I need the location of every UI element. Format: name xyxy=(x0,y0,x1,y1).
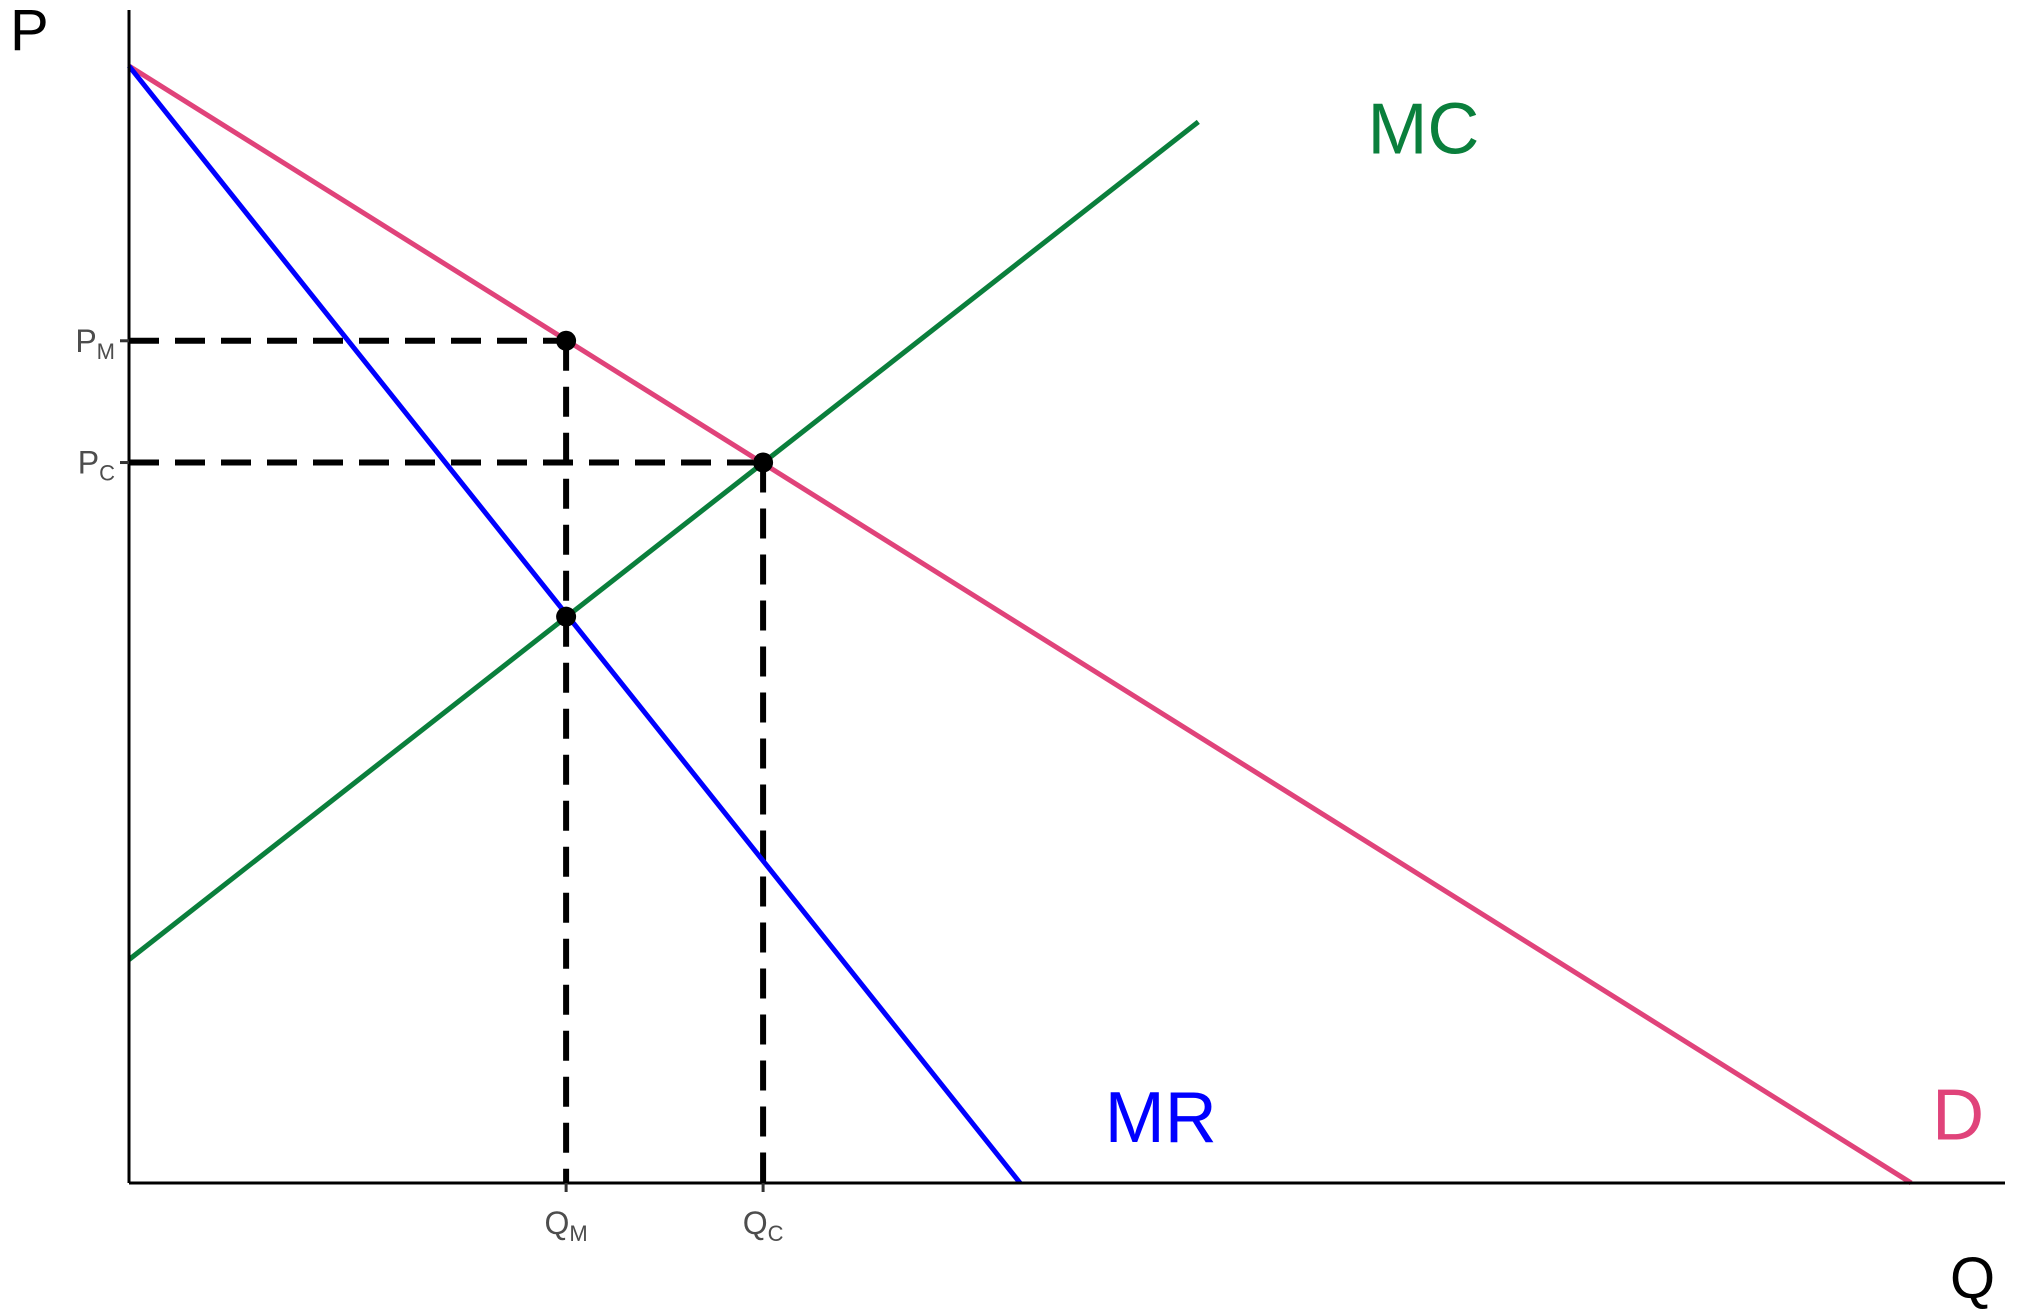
x-tick-label-m: QM xyxy=(544,1205,587,1246)
curve-labels: MC MR D xyxy=(1105,89,1984,1158)
series-line-mc xyxy=(127,119,1200,962)
x-tick-label-c: QC xyxy=(743,1205,784,1246)
guide-lines xyxy=(129,337,767,1183)
curve-label-mr: MR xyxy=(1105,1078,1217,1158)
series-line-mr xyxy=(127,64,1023,1185)
y-tick-label-c: PC xyxy=(78,445,115,486)
series-lines xyxy=(127,63,1913,1186)
x-axis-title: Q xyxy=(1950,1246,1995,1309)
points xyxy=(556,330,774,627)
y-tick-label-m: PM xyxy=(75,323,115,364)
series-line-d xyxy=(127,63,1913,1186)
point-monopoly xyxy=(556,330,577,351)
axes xyxy=(127,10,2005,1185)
point-mr-mc xyxy=(556,606,577,627)
curve-label-mc: MC xyxy=(1367,89,1479,169)
y-axis-title: P xyxy=(10,0,49,63)
curve-label-d: D xyxy=(1932,1076,1984,1156)
point-competitive xyxy=(753,452,774,473)
